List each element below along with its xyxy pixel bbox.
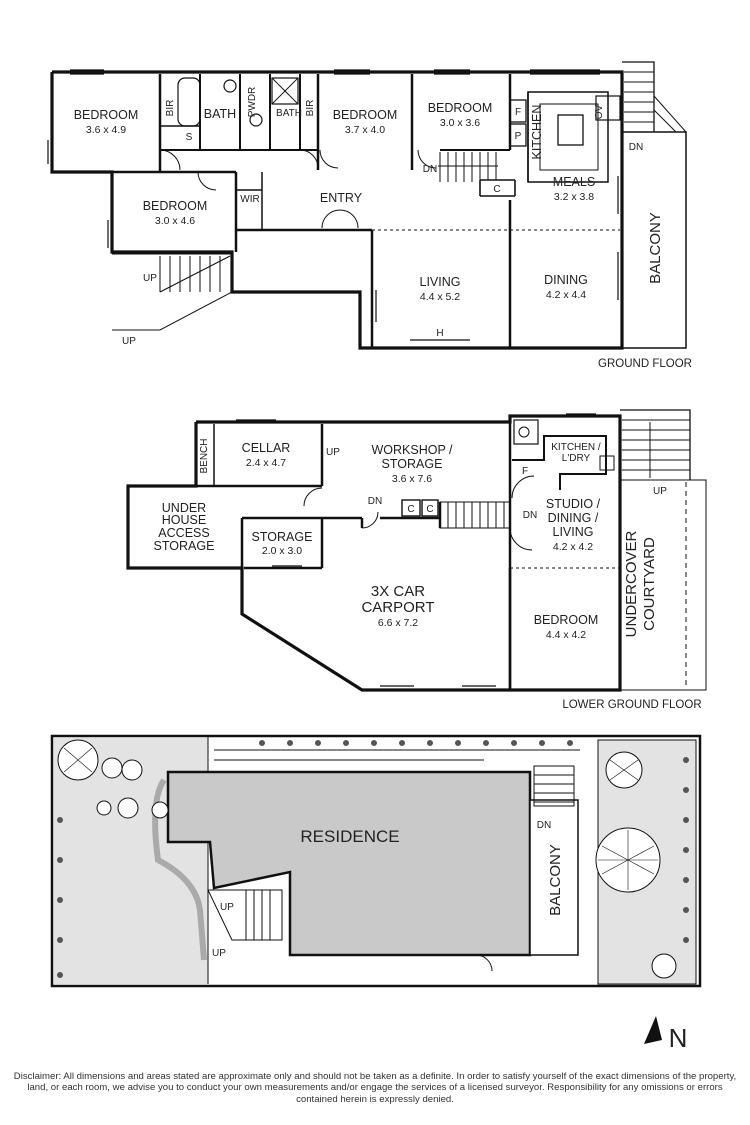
heater-label: H xyxy=(436,328,443,339)
lower-ground-title: LOWER GROUND FLOOR xyxy=(562,699,701,711)
lower-cupboard2-label: C xyxy=(426,504,433,515)
lower-bedroom-name: BEDROOM xyxy=(534,613,599,627)
workshop-dims: 3.6 x 7.6 xyxy=(392,473,432,485)
bedroom4-name: BEDROOM xyxy=(143,199,208,213)
kitchenette-line2: L'DRY xyxy=(562,453,591,464)
cellar-dims: 2.4 x 4.7 xyxy=(246,457,286,469)
storage-dims: 2.0 x 3.0 xyxy=(262,545,302,557)
bedroom3-name: BEDROOM xyxy=(428,101,493,115)
living-dims: 4.4 x 5.2 xyxy=(420,291,460,303)
carport-name-1: 3X CAR xyxy=(371,583,425,600)
site-labels: RESIDENCE BALCONY DN UP UP xyxy=(212,820,564,959)
studio-dims: 4.2 x 4.2 xyxy=(553,541,593,553)
oven-label: OV xyxy=(594,104,605,119)
balcony-label: BALCONY xyxy=(647,212,664,284)
bedroom2-dims: 3.7 x 4.0 xyxy=(345,124,385,136)
north-arrow: N xyxy=(644,1016,687,1053)
wir-label: WIR xyxy=(240,194,259,205)
pwdr-label: PWDR xyxy=(247,87,258,118)
dining-name: DINING xyxy=(544,273,588,287)
workshop-name-1: WORKSHOP / xyxy=(371,443,453,457)
lower-bedroom-dims: 4.4 x 4.2 xyxy=(546,629,586,641)
hedge-dots xyxy=(57,740,689,978)
residence-footprint xyxy=(166,770,532,957)
workshop-name-2: STORAGE xyxy=(382,457,443,471)
pantry-label: P xyxy=(515,131,522,142)
site-up2-label: UP xyxy=(212,948,226,959)
bedroom3-dims: 3.0 x 3.6 xyxy=(440,117,480,129)
residence-label: RESIDENCE xyxy=(300,827,399,846)
ground-floor-title: GROUND FLOOR xyxy=(598,358,692,370)
north-arrow-icon xyxy=(644,1016,662,1044)
ground-floor-plan xyxy=(47,61,687,350)
tree-texture xyxy=(63,747,658,890)
ground-floor-labels: BEDROOM 3.6 x 4.9 BEDROOM 3.7 x 4.0 BEDR… xyxy=(74,87,692,370)
cellar-name: CELLAR xyxy=(242,441,291,455)
disclaimer-text: Disclaimer: All dimensions and areas sta… xyxy=(13,1071,737,1105)
courtyard-line2: COURTYARD xyxy=(641,537,658,631)
site-down-label: DN xyxy=(537,820,551,831)
bir2-label: BIR xyxy=(305,100,316,117)
studio-name-3: LIVING xyxy=(553,525,594,539)
outside-stair-up-label: UP xyxy=(122,336,136,347)
fridge-label: F xyxy=(515,107,521,118)
bath2-label: BATH xyxy=(276,108,302,119)
stair-up-label: UP xyxy=(143,273,157,284)
balcony-stair-down-label: DN xyxy=(629,142,643,153)
bedroom2-name: BEDROOM xyxy=(333,108,398,122)
cupboard-label: C xyxy=(493,184,500,195)
site-balcony-label: BALCONY xyxy=(547,844,564,916)
underhouse-line3: ACCESS xyxy=(158,526,209,540)
garden-trees xyxy=(57,739,677,979)
kitchen-label: KITCHEN xyxy=(530,105,544,160)
studio-name-2: DINING / xyxy=(548,511,599,525)
site-up-label: UP xyxy=(220,902,234,913)
entry-label: ENTRY xyxy=(320,191,363,205)
underhouse-line2: HOUSE xyxy=(162,513,206,527)
cellar-up-label: UP xyxy=(326,447,340,458)
underhouse-line1: UNDER xyxy=(162,501,206,515)
north-label: N xyxy=(669,1023,688,1053)
living-name: LIVING xyxy=(420,275,461,289)
carport-name-2: CARPORT xyxy=(361,599,434,616)
kitchenette-line1: KITCHEN / xyxy=(551,442,601,453)
lower-ground-floor-plan xyxy=(126,409,707,692)
meals-dims: 3.2 x 3.8 xyxy=(554,191,594,203)
lower-ground-labels: CELLAR 2.4 x 4.7 WORKSHOP / STORAGE 3.6 … xyxy=(154,438,702,711)
workshop-down-label: DN xyxy=(368,496,382,507)
bir-label: BIR xyxy=(165,100,176,117)
site-boundary xyxy=(50,734,702,988)
courtyard-up-label: UP xyxy=(653,486,667,497)
site-plan xyxy=(50,734,702,988)
studio-name-1: STUDIO / xyxy=(546,497,601,511)
dining-dims: 4.2 x 4.4 xyxy=(546,289,586,301)
lower-fridge-label: F xyxy=(522,466,528,477)
lower-cupboard-label: C xyxy=(407,504,414,515)
studio-down-label: DN xyxy=(523,510,537,521)
underhouse-line4: STORAGE xyxy=(154,539,215,553)
stair-down-label: DN xyxy=(423,164,437,175)
carport-dims: 6.6 x 7.2 xyxy=(378,617,418,629)
bench-label: BENCH xyxy=(199,438,210,473)
bedroom4-dims: 3.0 x 4.6 xyxy=(155,215,195,227)
storage-name: STORAGE xyxy=(252,530,313,544)
s-label: S xyxy=(186,132,193,143)
meals-name: MEALS xyxy=(553,175,595,189)
courtyard-line1: UNDERCOVER xyxy=(623,530,640,637)
bedroom1-name: BEDROOM xyxy=(74,108,139,122)
bath-label: BATH xyxy=(204,107,236,121)
bedroom1-dims: 3.6 x 4.9 xyxy=(86,124,126,136)
